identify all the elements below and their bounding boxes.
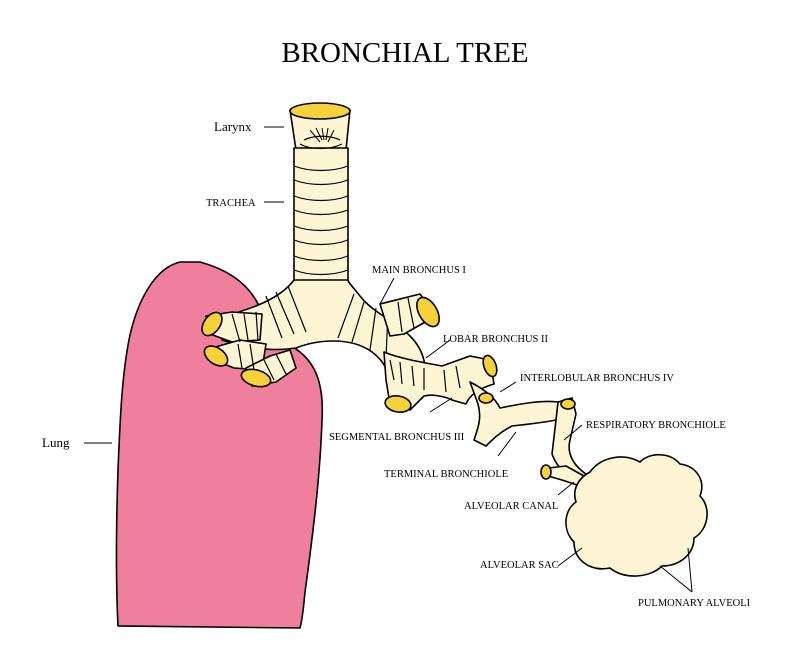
left-middle-opening: [203, 345, 229, 367]
label-pulmonary-alveoli: PULMONARY ALVEOLI: [638, 598, 751, 609]
interlobular-opening: [478, 392, 494, 404]
alveolar-canal-leader: [557, 481, 575, 496]
label-interlobular-bronchus: INTERLOBULAR BRONCHUS IV: [520, 373, 674, 384]
label-alveolar-sac: ALVEOLAR SAC: [480, 560, 559, 571]
left-lower-opening: [240, 368, 272, 388]
alveoli-leader-left: [659, 565, 693, 593]
label-trachea: TRACHEA: [206, 198, 256, 209]
label-respiratory-bronchiole: RESPIRATORY BRONCHIOLE: [586, 420, 726, 431]
left-bronchus-rings: [231, 285, 307, 381]
alveoli-leader-right: [687, 547, 693, 593]
label-lobar-bronchus: LOBAR BRONCHUS II: [443, 334, 549, 345]
larynx-opening: [289, 102, 351, 120]
larynx-detail: [299, 127, 343, 150]
lobar-bronchus-leader: [425, 339, 451, 359]
terminal-leader: [497, 431, 517, 457]
lobar-opening: [482, 354, 498, 378]
respiratory-opening: [560, 398, 576, 410]
trachea-rings: [293, 165, 349, 276]
main-bronchus-leader: [379, 277, 395, 305]
diagram-title: BRONCHIAL TREE: [281, 37, 528, 69]
label-main-bronchus: MAIN BRONCHUS I: [372, 265, 466, 276]
label-lung: Lung: [42, 435, 70, 450]
alveolar-sac: [565, 453, 708, 577]
respiratory-leader: [563, 424, 583, 441]
label-terminal-bronchiole: TERMINAL BRONCHIOLE: [384, 469, 508, 480]
lobar-rings: [389, 359, 461, 393]
alveolar-canal-opening: [540, 464, 552, 480]
label-segmental-bronchus: SEGMENTAL BRONCHUS III: [329, 432, 465, 443]
right-upper-opening: [416, 296, 440, 328]
segmental-leader: [429, 397, 453, 413]
bronchiole-branch: [469, 381, 567, 447]
segmental-opening: [384, 395, 412, 413]
right-upper-rings: [397, 297, 415, 333]
interlobular-leader: [499, 381, 517, 393]
label-larynx: Larynx: [214, 119, 252, 134]
leader-lines: [84, 126, 693, 593]
alveolar-sac-leader: [557, 547, 583, 567]
left-upper-opening: [201, 311, 223, 337]
label-alveolar-canal: ALVEOLAR CANAL: [464, 501, 558, 512]
